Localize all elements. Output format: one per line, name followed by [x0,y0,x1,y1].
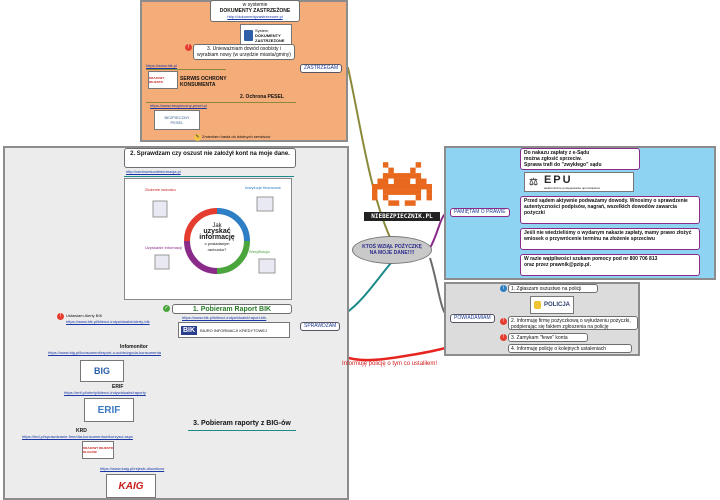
zastrzegam-note: Zmieniam hasła do istotnych serwisów [202,134,271,139]
infographic-ring [152,196,276,274]
pesel-logo-line-1: BEZPIECZNY [164,115,190,120]
epu-logo-mark: EPU [543,174,573,186]
prawo-item-1-line-1: Do nakazu zapłaty z e-Sądu [524,150,590,156]
sprawdzam-bik-link[interactable]: https://www.bik.pl/klienci-indywidualni/… [182,315,267,320]
prawo-item-4: W razie wątpliwości szukam pomocy pod nr… [520,254,700,276]
branch-zastrzegam[interactable]: ZASTRZEGAM [300,64,343,73]
prawo-item-3: Jeśli nie wiedzieliśmy o wydanym nakazie… [520,228,700,250]
bik-logo-name: BIURO INFORMACJI KREDYTOWEJ [200,327,268,333]
infographic-center: Jak uzyskać informację o posiadanym rach… [197,223,237,253]
alert-icon: ! [57,313,64,320]
powiadamiam-item-2: 2. Informuję firmę pożyczkową o wyłudzen… [508,316,638,330]
powiadamiam-item-4: 4. Informuję policję o kolejnych ustalen… [508,344,632,353]
infographic-center-4: o posiadanym [204,241,230,246]
sprawdzam-heading: 2. Sprawdzam czy oszust nie założył kont… [124,148,296,168]
zastrzegam-top-box: w systemie DOKUMENTY ZASTRZEŻONE http://… [210,0,300,22]
kaig-link[interactable]: https://www.kaig.pl/rejestr-dluznikow [100,466,165,471]
branch-pamietam[interactable]: PAMIĘTAM O PRAWIE [450,208,510,217]
prawo-item-1-line-2: można zgłosić sprzeciw. [524,156,582,162]
prawo-item-2: Przed sądem aktywnie podważamy dowody. W… [520,196,700,224]
center-title: KTOŚ WZIĄŁ POŻYCZKĘ NA MOJE DANE!!!! [362,244,422,256]
branch-sprawdzam[interactable]: SPRAWDZAM [300,322,341,331]
infomonitor-label: Infomonitor [120,344,148,350]
prawo-item-1: Do nakazu zapłaty z e-Sądu można zgłosić… [520,148,640,170]
sprawdzam-heading-link[interactable]: http://centrumkontinformacja.pl [126,169,181,174]
pesel-logo-line-2: PESEL [170,120,184,125]
infographic: Jak uzyskać informację o posiadanym rach… [124,178,292,300]
niebezpiecznik-logo-text: NIEBEZPIECZNIK.PL [364,212,440,221]
sprawdzam-heading-underline [124,176,294,177]
erif-label: ERIF [112,384,124,390]
branch-powiadamiam[interactable]: POWIADAMIAM [450,314,495,323]
bik-logo: BIK BIURO INFORMACJI KREDYTOWEJ [178,322,290,338]
zastrzegam-top-text-1: w systemie [242,2,268,8]
scales-icon: ⚖ [529,176,538,188]
bezpieczny-pesel-logo: BEZPIECZNY PESEL [154,110,200,130]
dokumenty-zastrzezone-logo: System DOKUMENTY ZASTRZEŻONE [240,24,292,46]
dz-logo-line-3: ZASTRZEŻONE [255,37,285,43]
warning-icon: ! [185,44,192,51]
krajowy-rejestr-logo: KRAJOWY REJESTR [148,71,178,89]
space-invader-logo [372,158,432,216]
epu-logo: ⚖ EPU elektroniczne postępowanie upomina… [524,172,634,192]
krd-link[interactable]: https://krd.pl/sprawdzanie-firm/dla-kons… [22,434,133,439]
note-icon: ✎ [194,134,201,141]
sprawdzam-item-3-underline [188,430,296,431]
erif-link[interactable]: https://erif.pl/oferty/klienci-indywidua… [64,390,146,395]
infographic-label-1: Złożenie wniosku [145,187,176,192]
bik-alerts-link[interactable]: https://www.bik.pl/klienci-indywidualni/… [66,319,150,324]
zastrzegam-item-3: 3. Unieważniam dowód osobisty i wyrabiam… [193,44,295,60]
branch-informuje[interactable]: Informuję policję o tym co ustaliłem! [342,361,438,367]
dz-logo-icon [244,30,253,41]
zastrzegam-top-text-2: DOKUMENTY ZASTRZEŻONE [219,8,291,14]
powiadamiam-item-1: 1. Zgłaszam oszustwo na policji [508,284,598,293]
epu-logo-group: EPU elektroniczne postępowanie upominawc… [544,174,600,190]
warning-icon-3: ! [500,334,507,341]
powiadamiam-item-3: 3. Zamykam "fewe" konta [508,333,588,342]
epu-logo-sub: elektroniczne postępowanie upominawcze [543,186,601,190]
dz-logo-line-1: System [255,27,269,33]
space-invader-icon [372,162,432,206]
info-icon: i [500,285,507,292]
zastrzegam-bik-link[interactable]: https://www.bik.pl [146,63,177,68]
serwis-ochrony-label: SERWIS OCHRONY KONSUMENTA [180,76,227,88]
zastrzegam-bik-underline [146,69,226,70]
policja-logo-text: POLICJA [543,302,570,308]
police-badge-icon [533,301,541,309]
erif-logo: ERIF [84,398,134,422]
policja-logo: POLICJA [530,296,574,314]
infographic-center-3: informację [199,234,235,241]
infomonitor-link[interactable]: https://www.big.pl/konsument/raport-o-so… [48,350,161,355]
zastrzegam-top-link[interactable]: http://dokumentyzastrzezone.pl [227,14,283,19]
infographic-label-3: Uzyskanie informacji [145,245,182,250]
center-node[interactable]: KTOŚ WZIĄŁ POŻYCZKĘ NA MOJE DANE!!!! [352,236,432,264]
krd-label: KRD [76,428,87,434]
sprawdzam-item-1: 1. Pobieram Raport BIK [172,304,292,314]
sprawdzam-item-3: 3. Pobieram raporty z BIG-ów [193,420,291,427]
bik-alerts-label: Ustawiam Alerty BIK [66,313,103,318]
dz-logo-line-2: DOKUMENTY [255,32,281,38]
prawo-item-4-line-2: oraz przez prawnik@pzip.pl. [524,262,591,268]
infographic-center-5: rachunku? [207,247,227,252]
kaig-logo: KAIG [106,474,156,498]
infographic-center-1: Jak [212,223,222,229]
check-icon: ✓ [163,305,170,312]
infographic-center-2: uzyskać [203,228,231,235]
big-logo: BIG [80,360,124,382]
pesel-link[interactable]: https://www.bezpieczny-pesel.pl [150,103,207,108]
bik-logo-mark: BIK [181,325,198,335]
zastrzegam-item-2-underline [146,102,296,103]
infographic-label-2: Instytucje finansowe [245,185,282,190]
prawo-item-1-line-3: Sprawa trafi do "zwykłego" sądu [524,162,602,168]
line-zastrzegam [300,67,396,249]
krd-logo: KRAJOWY REJESTR DŁUGÓW [82,441,114,459]
prawo-item-4-line-1: W razie wątpliwości szukam pomocy pod nr… [524,256,658,262]
warning-icon-2: ! [500,318,507,325]
infographic-label-4: Weryfikacja [249,249,270,254]
zastrzegam-item-2: 2. Ochrona PESEL [240,94,284,100]
